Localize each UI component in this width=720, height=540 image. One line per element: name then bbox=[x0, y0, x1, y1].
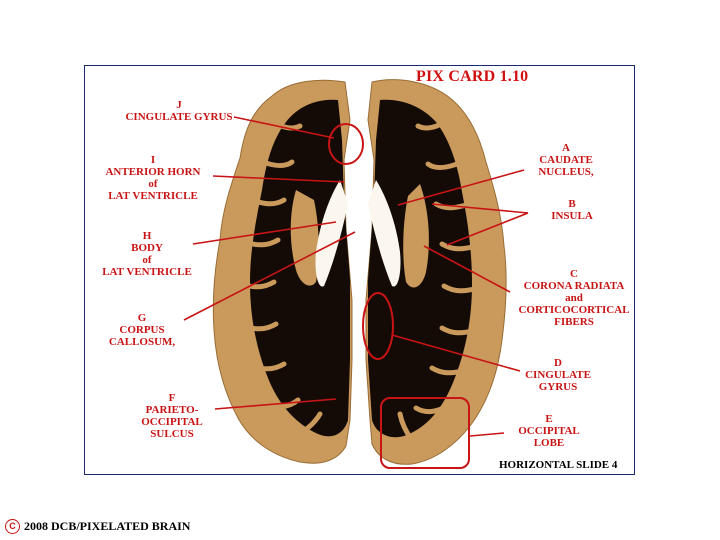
label-line: NUCLEUS, bbox=[538, 166, 594, 178]
label-letter: C bbox=[570, 268, 578, 280]
footer-text: 2008 DCB/PIXELATED BRAIN bbox=[24, 519, 191, 533]
label-e-occipital-lobe: E OCCIPITAL LOBE bbox=[508, 413, 590, 449]
label-b-insula: B INSULA bbox=[536, 198, 608, 222]
label-line: of bbox=[142, 254, 152, 266]
right-lateral-ventricle bbox=[368, 180, 401, 287]
left-lateral-ventricle bbox=[315, 180, 348, 287]
label-j-cingulate-gyrus: J CINGULATE GYRUS bbox=[106, 99, 252, 123]
slide-label: HORIZONTAL SLIDE 4 bbox=[499, 459, 618, 471]
label-line: CORONA RADIATA bbox=[523, 280, 625, 292]
label-line: and bbox=[565, 292, 583, 304]
label-line: CALLOSUM, bbox=[108, 336, 176, 348]
leader-lines bbox=[183, 116, 529, 437]
card-title: PIX CARD 1.10 bbox=[416, 68, 529, 85]
label-letter: H bbox=[142, 230, 152, 242]
label-line: of bbox=[148, 178, 158, 190]
label-a-caudate-nucleus: A CAUDATE NUCLEUS, bbox=[526, 142, 606, 178]
label-letter: A bbox=[562, 142, 570, 154]
label-line: CORTICOCORTICAL bbox=[518, 304, 630, 316]
label-line: CAUDATE bbox=[539, 154, 593, 166]
label-letter: D bbox=[554, 357, 562, 369]
label-line: OCCIPITAL bbox=[518, 425, 580, 437]
label-letter: I bbox=[150, 154, 156, 166]
label-line: BODY bbox=[131, 242, 163, 254]
label-letter: F bbox=[168, 392, 176, 404]
label-c-corona-radiata: C CORONA RADIATA and CORTICOCORTICAL FIB… bbox=[511, 268, 637, 328]
label-line: CINGULATE GYRUS bbox=[125, 111, 233, 123]
right-sulci bbox=[397, 117, 481, 443]
label-g-corpus-callosum: G CORPUS CALLOSUM, bbox=[100, 312, 184, 348]
label-line: CINGULATE bbox=[525, 369, 591, 381]
label-line: GYRUS bbox=[538, 381, 578, 393]
footer-copyright: C 2008 DCB/PIXELATED BRAIN bbox=[5, 519, 190, 534]
right-caudate-nucleus bbox=[403, 184, 429, 288]
label-line: LAT VENTRICLE bbox=[108, 190, 198, 202]
label-line: ANTERIOR HORN bbox=[105, 166, 201, 178]
label-letter: B bbox=[568, 198, 576, 210]
label-line: PARIETO- bbox=[145, 404, 199, 416]
label-i-anterior-horn: I ANTERIOR HORN of LAT VENTRICLE bbox=[96, 154, 210, 202]
highlight-cingulate-gyrus-anterior bbox=[328, 123, 364, 165]
label-line: INSULA bbox=[551, 210, 593, 222]
highlight-cingulate-gyrus-posterior bbox=[362, 292, 394, 360]
label-line: FIBERS bbox=[554, 316, 594, 328]
label-letter: G bbox=[137, 312, 147, 324]
label-letter: J bbox=[176, 99, 182, 111]
label-line: OCCIPITAL bbox=[141, 416, 203, 428]
label-line: SULCUS bbox=[150, 428, 194, 440]
label-f-parieto-occipital-sulcus: F PARIETO- OCCIPITAL SULCUS bbox=[132, 392, 212, 440]
label-letter: E bbox=[545, 413, 553, 425]
label-line: LOBE bbox=[533, 437, 565, 449]
label-line: CORPUS bbox=[119, 324, 165, 336]
copyright-icon: C bbox=[5, 519, 20, 534]
highlight-occipital-lobe bbox=[380, 397, 470, 469]
label-line: LAT VENTRICLE bbox=[102, 266, 192, 278]
label-d-cingulate-gyrus: D CINGULATE GYRUS bbox=[518, 357, 598, 393]
label-h-body-lat-ventricle: H BODY of LAT VENTRICLE bbox=[94, 230, 200, 278]
